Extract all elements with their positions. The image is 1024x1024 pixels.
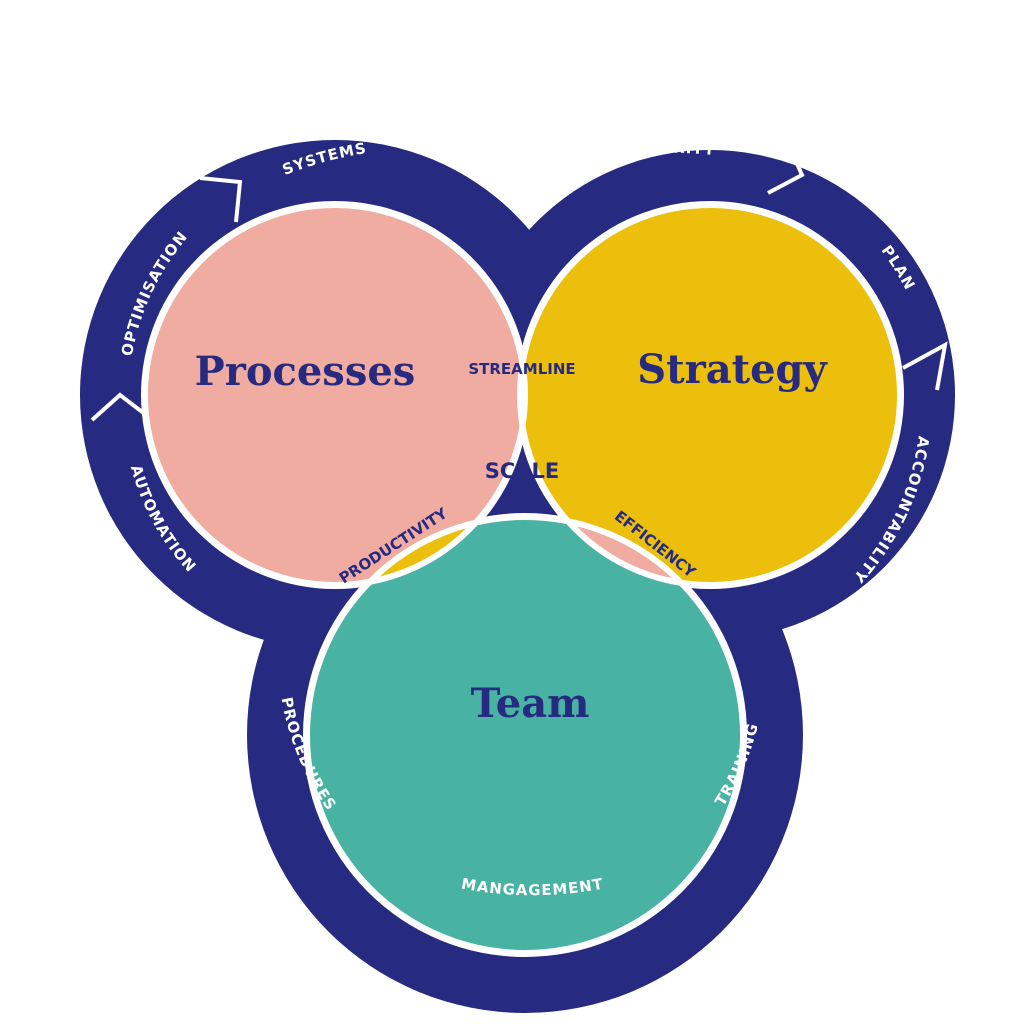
team-circle xyxy=(309,519,741,951)
streamline-label: STREAMLINE xyxy=(468,360,575,378)
scale-label: SCALE xyxy=(485,459,560,483)
team-title: Team xyxy=(471,680,590,727)
processes-title: Processes xyxy=(195,348,416,395)
strategy-title: Strategy xyxy=(637,346,828,393)
strategy-circle xyxy=(522,207,898,583)
circle-outlines xyxy=(142,202,903,956)
ring-label-clarity: CLARITY xyxy=(637,139,717,160)
processes-circle xyxy=(147,207,523,583)
